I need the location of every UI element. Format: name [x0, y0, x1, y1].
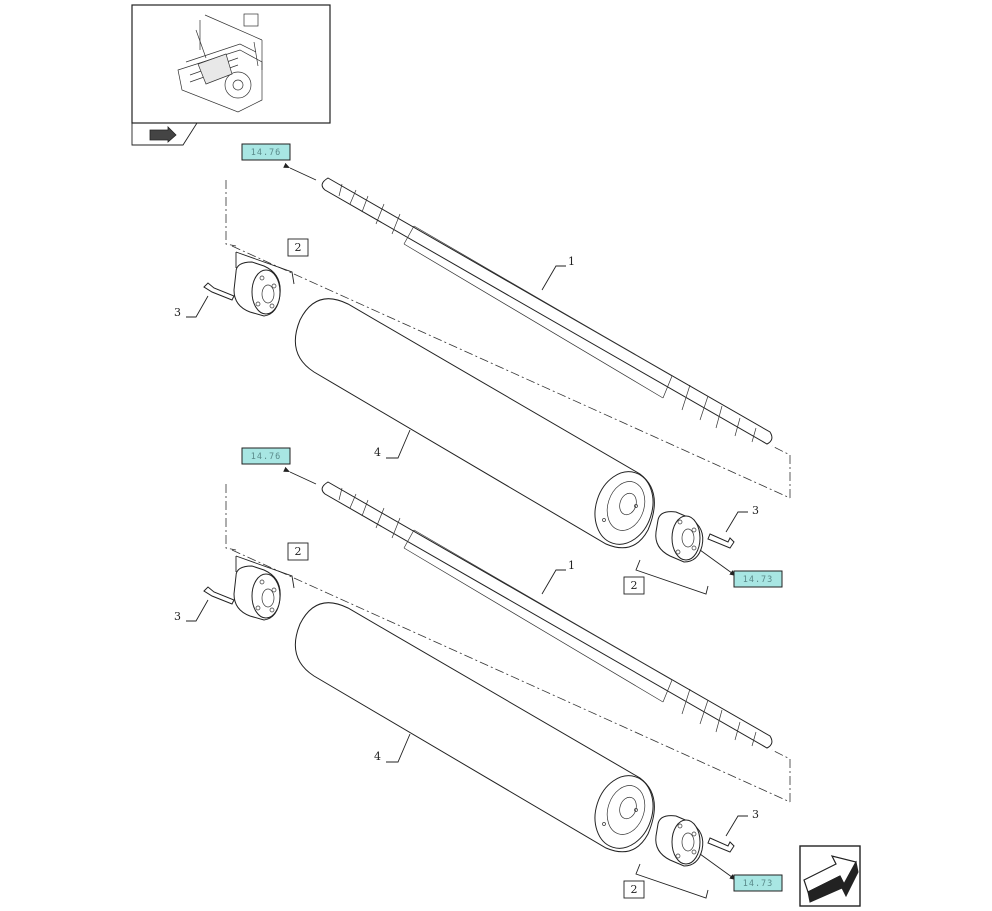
screw-right[interactable] [707, 533, 735, 549]
roller-tube[interactable] [294, 602, 662, 856]
flange-right[interactable] [655, 815, 704, 867]
flange-left[interactable] [233, 565, 281, 621]
assembly-axis-line [225, 180, 791, 499]
flange-left[interactable] [233, 261, 281, 317]
svg-text:2: 2 [631, 579, 638, 592]
leader-line [186, 599, 209, 622]
callout-box-flange-right: 2 [623, 880, 645, 899]
assembly-axis-line [225, 484, 791, 803]
screw-right[interactable] [707, 837, 735, 853]
ref-label: 14.76 [251, 452, 282, 462]
assembly-thumbnail-icon [177, 13, 263, 113]
leader-line [386, 733, 411, 763]
next-page-button[interactable] [799, 845, 861, 907]
leader-line [235, 251, 295, 285]
svg-text:2: 2 [295, 545, 302, 558]
callout-screw-left: 3 [174, 306, 181, 319]
screw-left[interactable] [203, 586, 235, 605]
leader-line [186, 295, 209, 318]
screw-left[interactable] [203, 282, 235, 301]
leader-line [635, 863, 709, 899]
callout-shaft: 1 [568, 255, 575, 268]
callout-box-flange-right: 2 [623, 576, 645, 595]
roller-group-1: 14.76 1 2 3 [174, 143, 791, 595]
callout-box-flange: 2 [287, 542, 309, 561]
ref-arrow [699, 549, 737, 577]
callout-screw-left: 3 [174, 610, 181, 623]
ref-arrow [283, 466, 317, 485]
svg-text:2: 2 [631, 883, 638, 896]
svg-text:2: 2 [295, 241, 302, 254]
shaft[interactable] [321, 481, 773, 749]
callout-box-flange: 2 [287, 238, 309, 257]
leader-line [541, 569, 566, 595]
ref-arrow [699, 853, 737, 881]
leader-line [635, 559, 709, 595]
next-page-arrow-icon [803, 855, 859, 903]
back-arrow-icon[interactable] [149, 126, 177, 143]
flange-right[interactable] [655, 511, 704, 563]
callout-shaft: 1 [568, 559, 575, 572]
roller-group-2: 14.76 1 2 3 [174, 447, 791, 899]
ref-box-right[interactable]: 14.73 [733, 874, 783, 892]
ref-label: 14.76 [251, 148, 282, 158]
leader-line [725, 815, 748, 837]
callout-roller: 4 [374, 750, 381, 763]
ref-label: 14.73 [743, 575, 774, 585]
shaft[interactable] [321, 177, 773, 445]
ref-box-right[interactable]: 14.73 [733, 570, 783, 588]
callout-screw-right: 3 [752, 504, 759, 517]
ref-box-top[interactable]: 14.76 [241, 447, 291, 465]
leader-line [235, 555, 295, 589]
callout-roller: 4 [374, 446, 381, 459]
ref-label: 14.73 [743, 879, 774, 889]
leader-line [541, 265, 566, 291]
ref-arrow [283, 162, 317, 181]
assembly-thumbnail[interactable] [131, 4, 331, 146]
leader-line [386, 429, 411, 459]
roller-tube[interactable] [294, 298, 662, 552]
ref-box-top[interactable]: 14.76 [241, 143, 291, 161]
leader-line [725, 511, 748, 533]
callout-screw-right: 3 [752, 808, 759, 821]
